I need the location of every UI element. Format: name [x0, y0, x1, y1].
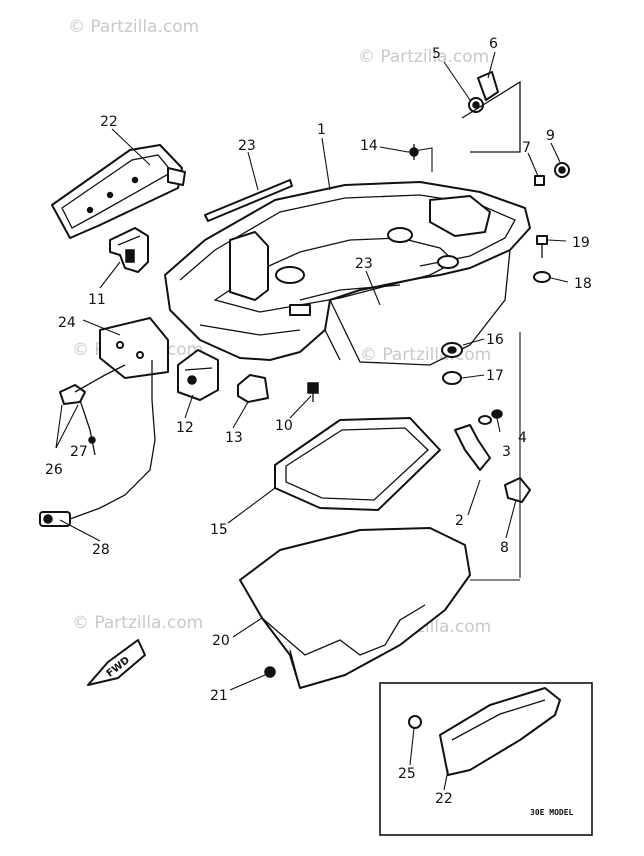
part-9-nut: [554, 162, 570, 178]
inset-model-label: 30E MODEL: [530, 808, 574, 817]
part-16-grommet: [441, 342, 463, 358]
part-21-screw: [264, 666, 276, 678]
part-26-lever: [59, 364, 126, 456]
callout-27: 27: [70, 444, 88, 460]
part-23-strip: [204, 179, 293, 222]
callout-10: 10: [275, 418, 293, 434]
callout-24: 24: [58, 315, 76, 331]
part-28-cable: [39, 360, 156, 527]
part-18-washer: [533, 271, 551, 283]
callout-20: 20: [212, 633, 230, 649]
callout-23: 23: [238, 138, 256, 154]
callout-2: 2: [455, 513, 464, 529]
callout-9: 9: [546, 128, 555, 144]
callout-15: 15: [210, 522, 228, 538]
callout-12: 12: [176, 420, 194, 436]
callout-7: 7: [522, 140, 531, 156]
part-20-apron: [239, 527, 471, 689]
callouts: 1 6 5 14 7 9 19 18 16 17 22 23 23 11 24 …: [45, 36, 592, 807]
part-23-inner-seal: [299, 284, 401, 301]
fwd-arrow: FWD: [87, 639, 146, 686]
part-6-clip: [477, 71, 499, 101]
part-3-washer: [478, 415, 492, 425]
callout-18: 18: [574, 276, 592, 292]
watermark: © Partzilla.com: [68, 17, 199, 37]
callout-21: 21: [210, 688, 228, 704]
callout-14: 14: [360, 138, 378, 154]
part-11-bracket: [109, 227, 149, 273]
watermark: © Partzilla.com: [358, 47, 489, 67]
part-8-cap: [504, 477, 531, 503]
part-19-bolt: [536, 235, 548, 258]
callout-11: 11: [88, 292, 106, 308]
part-22-seal: [51, 144, 186, 239]
part-1-bottom-cowling: [164, 181, 531, 366]
callout-13: 13: [225, 430, 243, 446]
callout-22: 22: [100, 114, 118, 130]
callout-1: 1: [317, 122, 326, 138]
inset-30e-model: 30E MODEL: [379, 682, 593, 836]
part-6-bracket-frame: [461, 80, 521, 153]
callout-4: 4: [518, 430, 527, 446]
part-25-grommet: [408, 715, 422, 729]
callout-28: 28: [92, 542, 110, 558]
callout-23b: 23: [355, 256, 373, 272]
part-15-gasket: [274, 417, 441, 511]
watermark: © Partzilla.com: [360, 345, 491, 365]
part-4-nut: [491, 409, 503, 419]
part-12-switch: [177, 349, 219, 401]
part-7-bolt: [534, 175, 545, 186]
callout-17: 17: [486, 368, 504, 384]
callout-3: 3: [502, 444, 511, 460]
part-17-washer: [442, 371, 462, 385]
part-24-plate: [99, 317, 169, 379]
part-14-screw: [409, 144, 419, 160]
watermark: © Partzilla.com: [72, 613, 203, 633]
callout-19: 19: [572, 235, 590, 251]
callout-8: 8: [500, 540, 509, 556]
callout-22b: 22: [435, 791, 453, 807]
leader-lines: [55, 51, 569, 791]
callout-26: 26: [45, 462, 63, 478]
callout-5: 5: [432, 46, 441, 62]
part-22-alt-seal: [439, 687, 561, 776]
part-10-bolt: [307, 382, 319, 402]
callout-25: 25: [398, 766, 416, 782]
callout-16: 16: [486, 332, 504, 348]
part-13-cap: [237, 374, 269, 403]
part-2-bracket: [454, 424, 491, 471]
callout-6: 6: [489, 36, 498, 52]
part-5-grommet: [468, 97, 484, 113]
inset-frame: [379, 682, 593, 836]
